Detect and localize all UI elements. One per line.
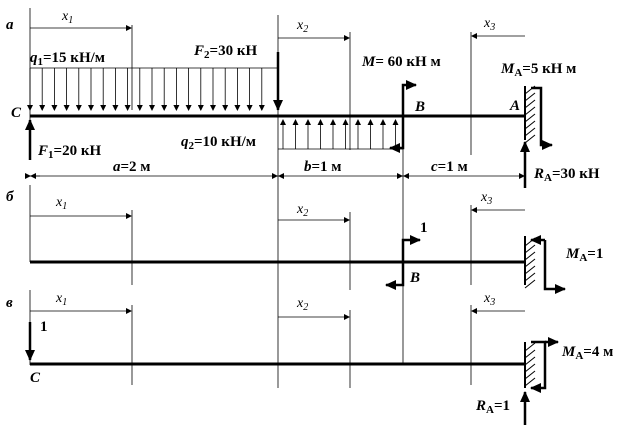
- moment-ma-b-arrow: [543, 240, 566, 294]
- f1-label: F1=20 кН: [37, 143, 101, 161]
- q1-label: q1=15 кН/м: [30, 50, 105, 68]
- moment-ma-v-arrow: [530, 340, 547, 393]
- f2-label: F2=30 кН: [193, 43, 257, 61]
- ma-label-a: MA=5 кН м: [500, 61, 576, 79]
- support-hatch: [524, 265, 536, 275]
- point-b-label-a: B: [414, 99, 425, 115]
- ma-label-v: MA=4 м: [561, 344, 613, 362]
- support-hatch: [524, 377, 536, 387]
- support-hatch: [524, 120, 536, 130]
- dimension-line: [25, 173, 525, 179]
- dim-a-label: a=2 м: [113, 159, 151, 175]
- coordinate-arrows: [30, 25, 525, 320]
- support-hatch: [524, 244, 536, 254]
- fixed-support-a: [524, 85, 536, 144]
- x1-label-a: x1: [61, 9, 73, 26]
- x3-label-b: x3: [480, 190, 492, 207]
- x1-label-v: x1: [55, 291, 67, 308]
- q2-label: q2=10 кН/м: [181, 134, 256, 152]
- support-hatch: [524, 356, 536, 366]
- support-hatch: [524, 279, 536, 289]
- support-hatch: [524, 363, 536, 373]
- coordinate-labels: x1 x2 x3 x1 x2 x3 x1 x2 x3: [55, 9, 495, 313]
- support-hatch: [524, 370, 536, 380]
- unit-moment-b-label: 1: [420, 220, 428, 236]
- support-hatch: [524, 258, 536, 268]
- m-label: M= 60 кН м: [361, 54, 441, 70]
- point-a-label-a: A: [509, 98, 520, 114]
- support-hatch: [524, 106, 536, 116]
- support-hatch: [524, 99, 536, 109]
- panel-b: 1 B MA=1: [30, 220, 603, 294]
- point-c-label-v: C: [30, 370, 41, 386]
- moment-ma-arrow: [531, 86, 553, 150]
- point-b-label-b: B: [409, 270, 420, 286]
- x3-label-v: x3: [483, 291, 495, 308]
- panel-a: q1=15 кН/м F2=30 кН M= 60 кН м MA=5 кН м…: [11, 43, 600, 188]
- panel-label-v: в: [6, 295, 13, 311]
- dim-b-label: b=1 м: [304, 159, 342, 175]
- point-c-label-a: C: [11, 105, 22, 121]
- fixed-support-b: [524, 236, 536, 289]
- x2-label-b: x2: [296, 202, 308, 219]
- support-hatch: [524, 134, 536, 144]
- moment-m-arrow: [401, 80, 417, 116]
- support-hatch: [524, 251, 536, 261]
- dim-c-label: c=1 м: [431, 159, 468, 175]
- q1-distributed-load: [27, 67, 278, 111]
- unit-force-c-label: 1: [40, 319, 48, 335]
- q2-distributed-load: [278, 119, 403, 150]
- support-hatch: [524, 272, 536, 282]
- support-hatch: [524, 127, 536, 137]
- ma-label-b: MA=1: [565, 246, 603, 264]
- panel-v: 1 C MA=4 м RA=1: [25, 319, 613, 425]
- x2-label-a: x2: [296, 18, 308, 35]
- ra-label-v: RA=1: [475, 398, 510, 416]
- support-hatch: [524, 342, 536, 352]
- ra-label-a: RA=30 кН: [533, 166, 600, 184]
- unit-moment-b-arrow: [401, 235, 421, 262]
- x1-label-b: x1: [55, 195, 67, 212]
- fixed-support-v: [524, 342, 536, 388]
- x3-label-a: x3: [483, 16, 495, 33]
- support-hatch: [524, 113, 536, 123]
- panel-label-a: а: [6, 17, 14, 33]
- panel-label-b: б: [6, 189, 14, 205]
- x2-label-v: x2: [296, 296, 308, 313]
- support-hatch: [524, 349, 536, 359]
- support-hatch: [524, 92, 536, 102]
